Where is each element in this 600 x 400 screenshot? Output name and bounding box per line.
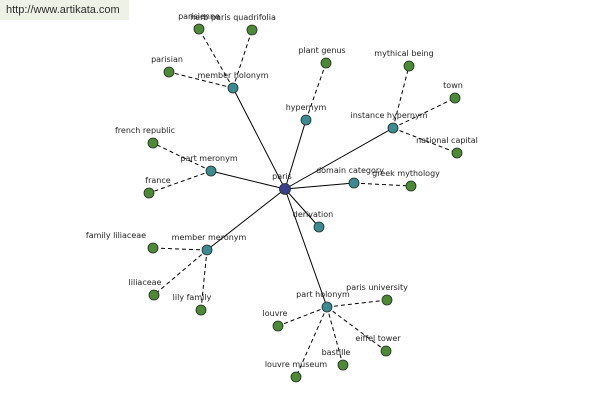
edge-part-meronym <box>210 170 286 190</box>
label-greek-mythology: greek mythology <box>372 169 440 178</box>
edge-domain-category <box>284 182 355 190</box>
node-derivation[interactable] <box>313 221 325 233</box>
node-part-meronym[interactable] <box>205 165 217 177</box>
edge-parisienne <box>198 28 234 89</box>
node-family-liliaceae[interactable] <box>147 242 159 254</box>
edge-louvre <box>277 306 328 327</box>
edge-town <box>392 97 456 129</box>
label-national-capital: national capital <box>416 136 478 145</box>
node-louvre-museum[interactable] <box>290 371 302 383</box>
node-national-capital[interactable] <box>451 147 463 159</box>
label-eiffel-tower: eiffel tower <box>355 334 401 343</box>
edge-herb-paris-quadrifolia <box>232 29 253 89</box>
edge-eiffel-tower <box>326 306 387 352</box>
node-domain-category[interactable] <box>348 177 360 189</box>
edge-hypernym <box>284 119 307 190</box>
label-louvre-museum: louvre museum <box>265 360 328 369</box>
label-domain-category: domain category <box>316 166 384 175</box>
node-plant-genus[interactable] <box>320 57 332 69</box>
node-liliaceae[interactable] <box>148 289 160 301</box>
edge-part-holonym <box>284 188 328 308</box>
edge-member-holonym <box>232 87 286 190</box>
label-parisienne: parisienne <box>178 12 220 21</box>
node-lily-family[interactable] <box>195 304 207 316</box>
node-instance-hypernym[interactable] <box>387 122 399 134</box>
edge-instance-hypernym <box>284 127 394 190</box>
edge-family-liliaceae <box>152 247 208 251</box>
label-paris: paris <box>272 172 292 181</box>
node-member-holonym[interactable] <box>227 82 239 94</box>
edge-paris-university <box>326 299 388 308</box>
label-part-meronym: part meronym <box>180 154 237 163</box>
edge-derivation <box>284 188 320 228</box>
node-parisienne[interactable] <box>193 23 205 35</box>
label-parisian: parisian <box>151 55 183 64</box>
node-herb-paris-quadrifolia[interactable] <box>246 24 258 36</box>
edge-greek-mythology <box>353 182 412 187</box>
edge-lily-family <box>200 249 208 311</box>
label-derivation: derivation <box>293 210 333 219</box>
edge-liliaceae <box>153 249 208 296</box>
edge-french-republic <box>152 142 212 172</box>
edge-france <box>148 170 212 194</box>
label-member-holonym: member holonym <box>197 71 268 80</box>
label-bastille: bastille <box>322 348 351 357</box>
node-greek-mythology[interactable] <box>405 180 417 192</box>
label-paris-university: paris university <box>346 283 408 292</box>
label-part-holonym: part holonym <box>296 290 350 299</box>
label-mythical-being: mythical being <box>374 49 433 58</box>
node-bastille[interactable] <box>337 359 349 371</box>
edge-bastille <box>326 306 344 366</box>
node-parisian[interactable] <box>163 66 175 78</box>
node-france[interactable] <box>143 187 155 199</box>
edge-national-capital <box>392 127 458 154</box>
label-lily-family: lily family <box>173 293 212 302</box>
node-town[interactable] <box>449 92 461 104</box>
node-paris-university[interactable] <box>381 294 393 306</box>
node-center-paris[interactable] <box>279 183 291 195</box>
label-plant-genus: plant genus <box>298 46 345 55</box>
node-french-republic[interactable] <box>147 137 159 149</box>
edge-parisian <box>168 71 234 89</box>
node-hypernym[interactable] <box>300 114 312 126</box>
edge-mythical-being <box>392 65 410 129</box>
label-louvre: louvre <box>263 309 288 318</box>
label-family-liliaceae: family liliaceae <box>86 231 146 240</box>
label-member-meronym: member meronym <box>172 233 247 242</box>
label-town: town <box>443 81 463 90</box>
label-liliaceae: liliaceae <box>129 278 162 287</box>
label-instance-hypernym: instance hypernym <box>351 111 428 120</box>
node-mythical-being[interactable] <box>403 60 415 72</box>
label-french-republic: french republic <box>115 126 175 135</box>
edge-member-meronym <box>206 188 286 251</box>
edge-louvre-museum <box>295 306 328 378</box>
node-part-holonym[interactable] <box>321 301 333 313</box>
source-url-watermark[interactable]: http://www.artikata.com <box>0 0 129 20</box>
node-member-meronym[interactable] <box>201 244 213 256</box>
label-france: france <box>145 176 170 185</box>
label-herb-paris-quadrifolia: herb paris quadrifolia <box>190 13 276 22</box>
graph-labels: paris member holonym hypernym instance hype… <box>86 12 478 369</box>
node-eiffel-tower[interactable] <box>380 345 392 357</box>
edge-plant-genus <box>305 62 327 121</box>
node-louvre[interactable] <box>272 320 284 332</box>
graph-nodes <box>143 23 463 383</box>
label-hypernym: hypernym <box>286 103 327 112</box>
graph-edges <box>148 28 458 378</box>
